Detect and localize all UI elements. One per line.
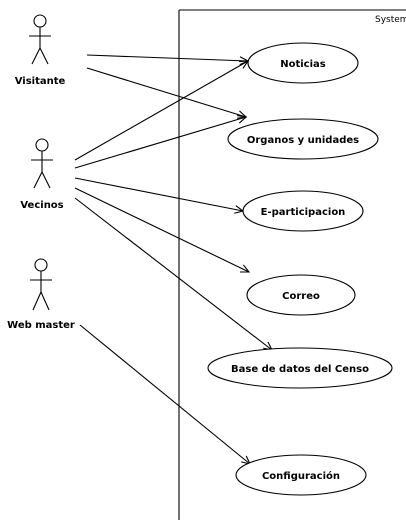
usecase-noticias[interactable]: Noticias — [247, 42, 359, 84]
association-vecinos-noticias — [74, 60, 249, 161]
usecase-configuracion[interactable]: Configuración — [235, 454, 367, 496]
arrowhead-icon — [239, 264, 251, 273]
association-vecinos-censo — [74, 197, 273, 351]
actor-label: Web master — [7, 320, 75, 331]
usecase-label: Noticias — [280, 59, 326, 70]
association-visitante-noticias — [86, 54, 249, 62]
stick-figure-icon — [30, 258, 52, 311]
usecase-label: Organos y unidades — [247, 135, 359, 146]
usecase-base-de-datos-del-censo[interactable]: Base de datos del Censo — [207, 347, 393, 389]
association-vecinos-eparticipacion — [74, 177, 244, 212]
usecase-label: E-participacion — [261, 207, 346, 218]
usecase-label: Configuración — [262, 470, 340, 482]
system-boundary: System — [178, 9, 406, 520]
system-label: System — [375, 15, 406, 25]
associations — [74, 54, 274, 465]
usecase-label: Correo — [282, 291, 320, 302]
usecase-e-participacion[interactable]: E-participacion — [242, 190, 364, 232]
association-webmaster-configuracion — [79, 324, 251, 465]
arrowhead-icon — [237, 115, 248, 124]
actor-webmaster[interactable]: Web master — [7, 258, 75, 331]
usecase-organos-y-unidades[interactable]: Organos y unidades — [227, 118, 379, 160]
usecase-label: Base de datos del Censo — [231, 364, 369, 375]
usecase-correo[interactable]: Correo — [246, 274, 356, 316]
association-vecinos-organos — [74, 116, 247, 169]
actor-vecinos[interactable]: Vecinos — [20, 138, 64, 211]
actor-label: Visitante — [15, 76, 66, 87]
actor-label: Vecinos — [20, 200, 63, 211]
stick-figure-icon — [31, 138, 53, 189]
association-vecinos-correo — [74, 187, 250, 273]
actor-visitante[interactable]: Visitante — [15, 14, 66, 87]
association-visitante-organos — [86, 67, 247, 118]
stick-figure-icon — [29, 14, 51, 65]
